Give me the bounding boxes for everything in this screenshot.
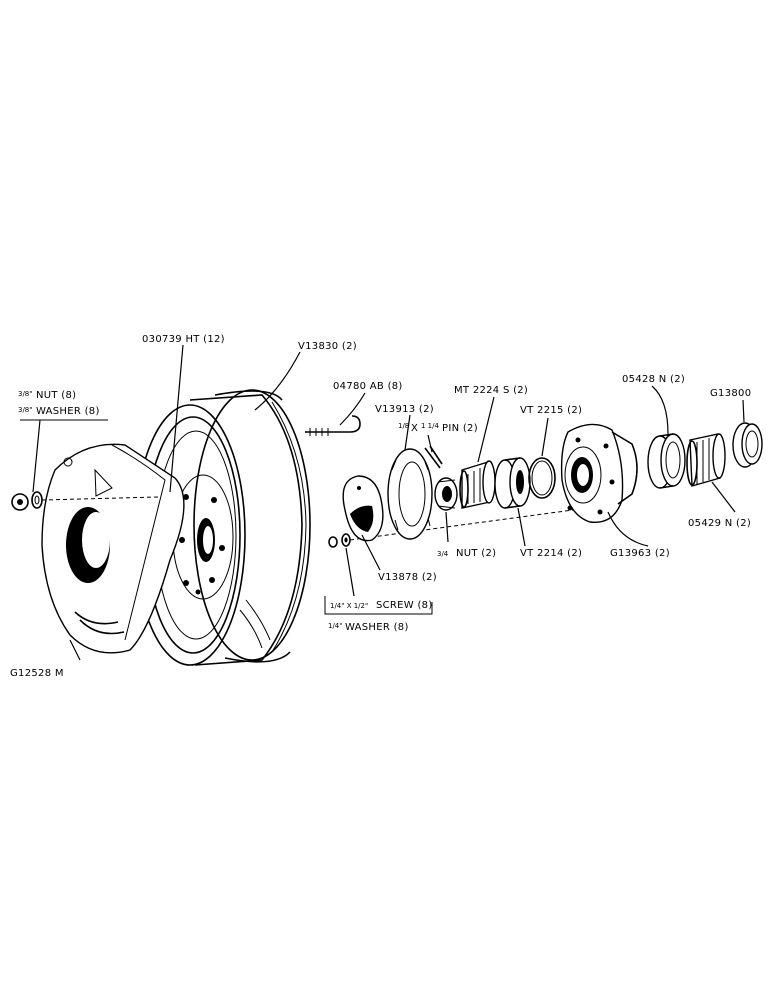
label-pin-size-a: 1/8 — [398, 422, 409, 430]
leader-g13800 — [742, 399, 745, 423]
leader-vt2215 — [541, 417, 549, 457]
leader-hub-bolt — [169, 344, 184, 493]
label-wheel: V13830 (2) — [298, 341, 357, 352]
bracket-1-4 — [324, 596, 433, 615]
label-vt2215: VT 2215 (2) — [520, 405, 582, 416]
bearing-cup-05428n — [647, 433, 686, 489]
bearing-mt2224s — [459, 460, 496, 509]
hub-cover — [342, 475, 384, 542]
bearing-cone-05429n — [686, 433, 726, 487]
leader-nut-3-8 — [32, 419, 41, 493]
leader-mt2224s — [477, 396, 495, 463]
label-nut-3-8: NUT (8) — [36, 390, 76, 401]
leader-05428n — [651, 385, 669, 435]
label-washer-3-8: WASHER (8) — [36, 406, 100, 417]
label-pin-size-b: 1 1/4 — [421, 422, 439, 430]
label-screw: SCREW (8) — [376, 600, 433, 611]
label-05429n: 05429 N (2) — [688, 518, 751, 529]
label-washer-plate: V13913 (2) — [375, 404, 434, 415]
screw-and-washer-1-4 — [328, 533, 351, 548]
castle-nut-3-4 — [434, 477, 458, 511]
leader-hook-bolt — [339, 392, 366, 426]
label-05428n: 05428 N (2) — [622, 374, 685, 385]
snap-ring-vt2215 — [528, 457, 556, 499]
leader-v13878 — [361, 534, 381, 571]
leader-screw — [345, 547, 355, 597]
axis-line-right — [349, 504, 611, 541]
bearing-cup-vt2214 — [494, 457, 531, 509]
cotter-pin — [424, 445, 443, 469]
label-washer-1-4-size: 1/4" — [328, 622, 343, 630]
label-pin: PIN (2) — [442, 423, 478, 434]
label-nut-3-4: NUT (2) — [456, 548, 496, 559]
label-g13963: G13963 (2) — [610, 548, 670, 559]
label-hub-bolt: 030739 HT (12) — [142, 334, 225, 345]
label-washer-1-4: WASHER (8) — [345, 622, 409, 633]
label-screw-group: 1/4" X 1/2" SCREW (8) 1/4" WASHER (8) — [328, 600, 433, 633]
label-hook-bolt: 04780 AB (8) — [333, 381, 403, 392]
label-nut-3-4-size: 3/4 — [437, 550, 449, 558]
label-pin-group: 1/8 X 1 1/4 PIN (2) — [398, 422, 478, 434]
hook-bolt — [305, 415, 361, 436]
label-g13800: G13800 — [710, 388, 751, 399]
leader-weight — [69, 639, 81, 661]
label-weight: G12528 M — [10, 668, 64, 679]
label-nut-3-4-group: 3/4 NUT (2) — [437, 548, 496, 559]
label-v13878: V13878 (2) — [378, 572, 437, 583]
nut-and-washer-3-8 — [11, 491, 43, 511]
svg-text:X: X — [411, 423, 418, 434]
label-nut-3-8-size: 3/8" — [18, 390, 33, 398]
leader-washer-plate — [404, 414, 411, 451]
wheel-hub — [560, 423, 638, 524]
leader-wheel — [254, 351, 301, 411]
label-screw-size: 1/4" X 1/2" — [330, 602, 368, 610]
leader-vt2214 — [517, 507, 526, 547]
leader-g13963 — [607, 511, 649, 547]
dust-cap-g13800 — [732, 422, 763, 468]
wheel-weight — [41, 443, 185, 654]
leader-nut-3-4 — [445, 511, 449, 543]
label-washer-3-8-size: 3/8" — [18, 406, 33, 414]
leader-05429n — [711, 481, 736, 513]
leader-pin — [427, 434, 433, 453]
label-vt2214: VT 2214 (2) — [520, 548, 582, 559]
label-mt2224s: MT 2224 S (2) — [454, 385, 528, 396]
washer-plate — [387, 448, 433, 540]
axis-line-left — [41, 496, 159, 501]
label-3-8-group: 3/8" NUT (8) 3/8" WASHER (8) — [18, 390, 100, 417]
